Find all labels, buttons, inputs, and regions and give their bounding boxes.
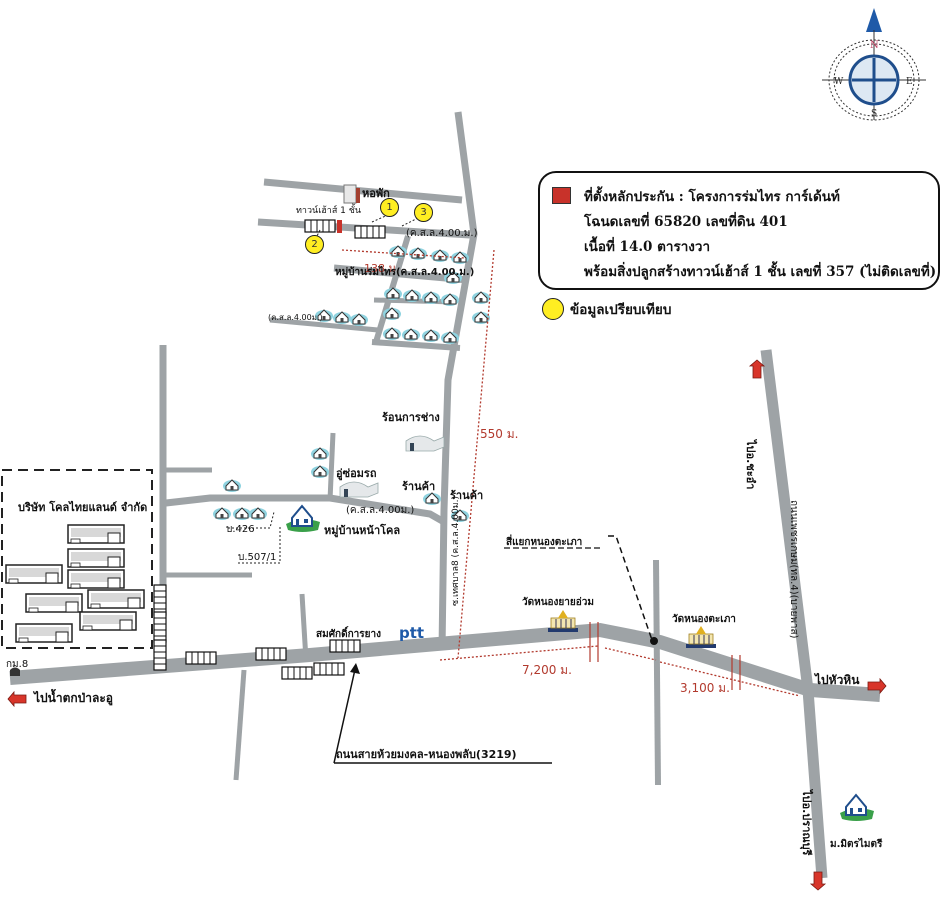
label-house-5071: บ.507/1 — [238, 552, 277, 563]
label-village-romsai: หมู่บ้านร่มไทร(ค.ส.ล.4.00.ม.) — [335, 267, 475, 278]
label-road-4m-left: (ค.ส.ล.4.00ม.) — [268, 313, 323, 322]
label-phetkasem-road: ถนนเพชรเกษม(ทล.4)(บายพาส) — [788, 500, 799, 639]
contractor-warehouse-icon — [405, 435, 445, 452]
label-main-road-3219: ถนนสายห้วยมงคล-หนองพลับ(3219) — [336, 748, 517, 761]
compass-rose: N S W E — [822, 8, 926, 121]
comparison-marker-1: 1 — [380, 198, 399, 217]
garage-vertical — [327, 432, 336, 501]
legend-collateral-title: ที่ตั้งหลักประกัน : โครงการร่มไทร การ์เด… — [584, 189, 840, 205]
label-dormitory: หอพัก — [362, 187, 390, 200]
factory-buildings — [5, 524, 145, 643]
label-garage: อู่ซ่อมรถ — [336, 467, 377, 480]
label-road-4m-a: (ค.ส.ล.4.00.ม.) — [406, 228, 478, 239]
label-mittramaitri: ม.มิตรไมตรี — [830, 839, 883, 850]
legend-box: ที่ตั้งหลักประกัน : โครงการร่มไทร การ์เด… — [538, 171, 940, 290]
label-intersection: สี่แยกหนองตะเภา — [506, 537, 583, 548]
label-dist-7200: 7,200 ม. — [522, 663, 572, 677]
label-contractor: ร้อนการช่าง — [382, 411, 440, 424]
legend-comparison-label: ข้อมูลเปรียบเทียบ — [570, 302, 672, 318]
comparison-marker-3: 3 — [414, 203, 433, 222]
label-wat-nong-taphao: วัดหนองตะเภา — [672, 614, 736, 625]
label-dist-3100: 3,100 ม. — [680, 681, 730, 695]
label-shop-2: ร้านค้า — [450, 489, 484, 502]
label-townhouse: ทาวน์เฮ้าส์ 1 ชั้น — [296, 206, 362, 216]
legend-building: พร้อมสิ่งปลูกสร้างทาวน์เฮ้าส์ 1 ชั้น เลข… — [584, 264, 937, 280]
label-soi-thesaban8: ซ.เทศบาล8 (ค.ส.ล.4.00ม.) — [451, 495, 461, 606]
comparison-marker-2: 2 — [305, 235, 324, 254]
romsai-bottom — [371, 339, 461, 351]
label-road-4m-mid: (ค.ส.ล.4.00ม.) — [346, 505, 415, 516]
village-nakhot-icon — [285, 505, 321, 533]
compass-north: N — [870, 40, 879, 51]
romsai-left — [269, 317, 379, 333]
soi-thesaban8 — [438, 111, 478, 651]
village-mittramaitri-icon — [839, 794, 875, 822]
distance-lines — [341, 249, 801, 697]
comparison-dot-icon — [542, 298, 564, 320]
company-boundary — [1, 469, 153, 649]
top-road — [263, 178, 463, 204]
label-wat-yai-uam: วัดหนองยายอ่วม — [522, 597, 594, 608]
ptt-logo: ptt — [399, 624, 425, 642]
label-shop-1: ร้านค้า — [402, 480, 436, 493]
collateral-marker — [337, 220, 342, 233]
compass-west: W — [834, 77, 844, 87]
dormitory-icon — [343, 184, 360, 204]
label-km8: กม.8 — [6, 659, 29, 670]
intersection-pointer — [608, 535, 653, 641]
label-somsak-rubber: สมศักดิ์การยาง — [316, 629, 381, 640]
branch-south-1 — [233, 669, 247, 781]
label-company: บริษัท โคลไทยแลนด์ จำกัด — [18, 501, 148, 514]
garage-warehouse-icon — [339, 481, 379, 498]
temple-yai-uam-icon — [547, 609, 579, 633]
compass-east: E — [906, 77, 913, 87]
roads — [9, 111, 881, 879]
label-to-waterfall: ไปน้ำตกป่าละอู — [34, 691, 114, 705]
label-house-426: บ.426 — [226, 524, 255, 535]
main-road-pointer — [333, 664, 357, 764]
nong-taphao-cross — [653, 559, 661, 786]
temple-nong-taphao-icon — [685, 625, 717, 649]
label-to-pranburi: ไปอ.ปราณบุรี — [800, 790, 813, 856]
shophouses — [153, 219, 386, 680]
intersection-dot — [650, 637, 658, 645]
label-to-cha-am: ไปอ.ชะอำ — [744, 440, 757, 490]
compass-south: S — [871, 109, 877, 119]
legend-deed: โฉนดเลขที่ 65820 เลขที่ดิน 401 — [584, 214, 788, 230]
branch-north-1 — [299, 593, 309, 661]
legend-area: เนื้อที่ 14.0 ตารางวา — [584, 239, 711, 255]
label-to-hua-hin: ไปหัวหิน — [815, 673, 860, 687]
collateral-swatch-icon — [552, 187, 571, 204]
label-village-nakhot: หมู่บ้านหน้าโคล — [324, 524, 401, 537]
label-dist-550: 550 ม. — [480, 427, 519, 441]
km-marker-icon — [10, 667, 20, 676]
label-dist-138: 138 ม. — [364, 262, 400, 275]
phetkasem-road — [760, 349, 828, 879]
